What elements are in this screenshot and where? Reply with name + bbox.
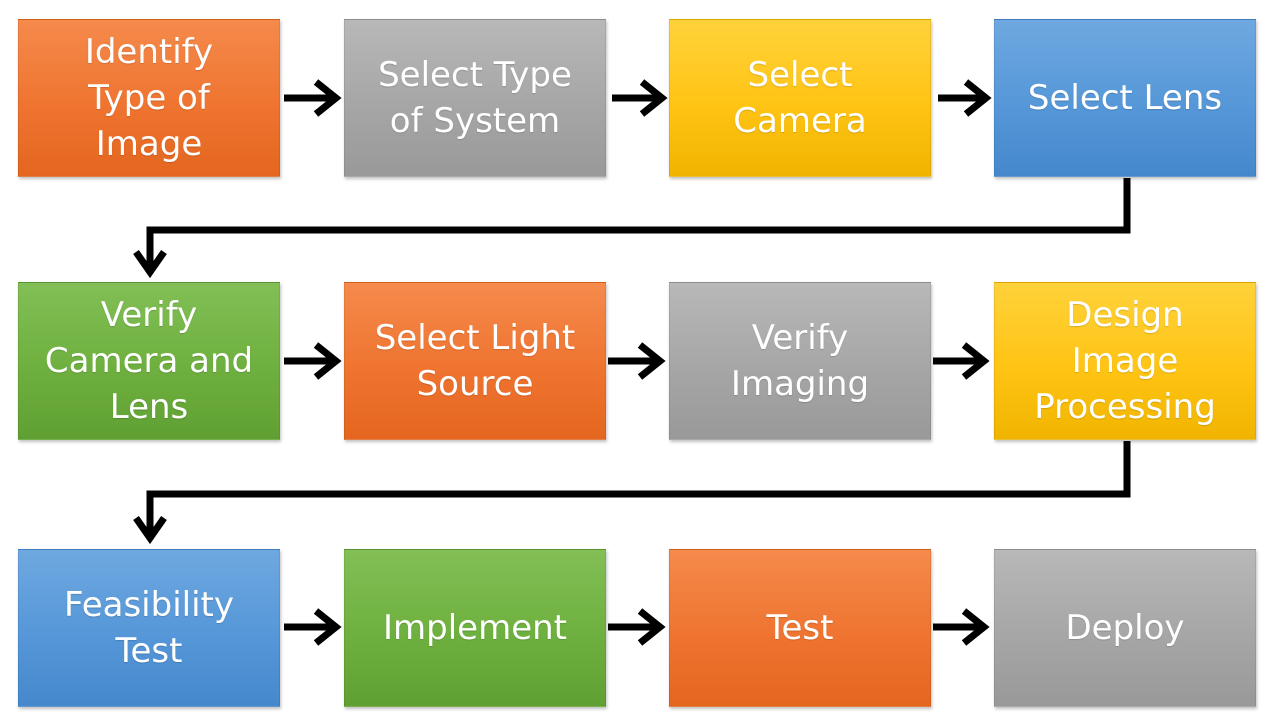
step-select-type-of-system: Select Type of System bbox=[344, 19, 606, 177]
step-deploy: Deploy bbox=[994, 549, 1256, 707]
arrow-2-to-3 bbox=[612, 79, 668, 117]
step-verify-camera-and-lens: Verify Camera and Lens bbox=[18, 282, 280, 440]
arrow-6-to-7 bbox=[608, 342, 666, 380]
step-implement: Implement bbox=[344, 549, 606, 707]
arrow-3-to-4 bbox=[938, 79, 992, 117]
connector-4-to-5 bbox=[133, 178, 1131, 279]
step-select-camera: Select Camera bbox=[669, 19, 931, 177]
step-design-image-processing: Design Image Processing bbox=[994, 282, 1256, 440]
step-identify-type-of-image: Identify Type of Image bbox=[18, 19, 280, 177]
step-verify-imaging: Verify Imaging bbox=[669, 282, 931, 440]
arrow-10-to-11 bbox=[608, 608, 666, 646]
step-select-light-source: Select Light Source bbox=[344, 282, 606, 440]
arrow-11-to-12 bbox=[933, 608, 990, 646]
arrow-7-to-8 bbox=[933, 342, 990, 380]
connector-8-to-9 bbox=[133, 441, 1131, 545]
step-feasibility-test: Feasibility Test bbox=[18, 549, 280, 707]
arrow-9-to-10 bbox=[284, 608, 342, 646]
step-select-lens: Select Lens bbox=[994, 19, 1256, 177]
arrow-1-to-2 bbox=[284, 79, 342, 117]
step-test: Test bbox=[669, 549, 931, 707]
arrow-5-to-6 bbox=[284, 342, 342, 380]
